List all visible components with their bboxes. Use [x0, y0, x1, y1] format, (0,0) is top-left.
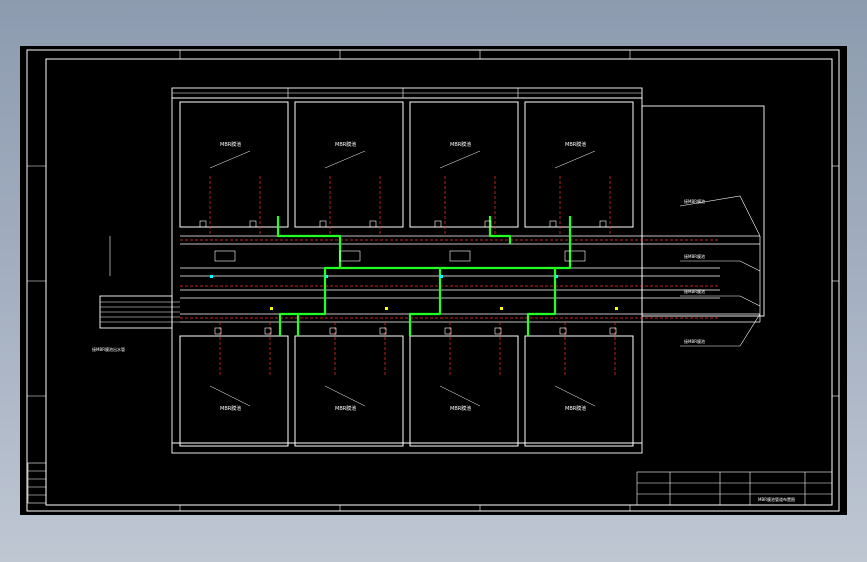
- left-revision-strip: [27, 462, 47, 504]
- zone-ticks: [27, 50, 839, 511]
- green-pipe-route: [276, 216, 572, 336]
- right-label-3: 接MBR膜池: [684, 288, 705, 294]
- right-leaders: [679, 195, 761, 347]
- title-block: [636, 471, 833, 506]
- room-label-bottom-1: MBR膜池: [220, 405, 241, 412]
- outer-sheet-border: [26, 49, 840, 512]
- right-label-4: 接MBR膜池: [684, 338, 705, 344]
- drawing-viewport[interactable]: MBR膜池 MBR膜池 MBR膜池 MBR膜池 MBR膜池 MBR膜池 MBR膜…: [20, 46, 847, 515]
- pipe-corridor: [180, 235, 761, 323]
- cad-drawing: MBR膜池 MBR膜池 MBR膜池 MBR膜池 MBR膜池 MBR膜池 MBR膜…: [26, 49, 840, 512]
- inner-frame-border: [45, 58, 833, 506]
- title-block-note: MBR膜池管道布置图: [758, 496, 795, 502]
- room-label-bottom-2: MBR膜池: [335, 405, 356, 412]
- room-label-top-3: MBR膜池: [450, 141, 471, 148]
- left-inlet-pipes: [100, 236, 180, 323]
- room-label-bottom-3: MBR膜池: [450, 405, 471, 412]
- dimension-lines: [172, 88, 642, 98]
- bottom-room-walls: [179, 335, 634, 447]
- accent-markers: [210, 275, 618, 310]
- right-label-2: 接MBR膜池: [684, 253, 705, 259]
- left-note: 接MBR膜池出水管: [92, 346, 125, 352]
- room-label-bottom-4: MBR膜池: [565, 405, 586, 412]
- valve-fittings: [199, 220, 617, 335]
- room-label-top-4: MBR膜池: [565, 141, 586, 148]
- room-label-top-1: MBR膜池: [220, 141, 241, 148]
- top-room-walls: [179, 101, 634, 228]
- label-leaders: [209, 150, 596, 407]
- building-outline: [99, 87, 765, 454]
- right-label-1: 接MBR膜池: [684, 198, 705, 204]
- room-label-top-2: MBR膜池: [335, 141, 356, 148]
- red-dashed-pipes: [180, 176, 720, 376]
